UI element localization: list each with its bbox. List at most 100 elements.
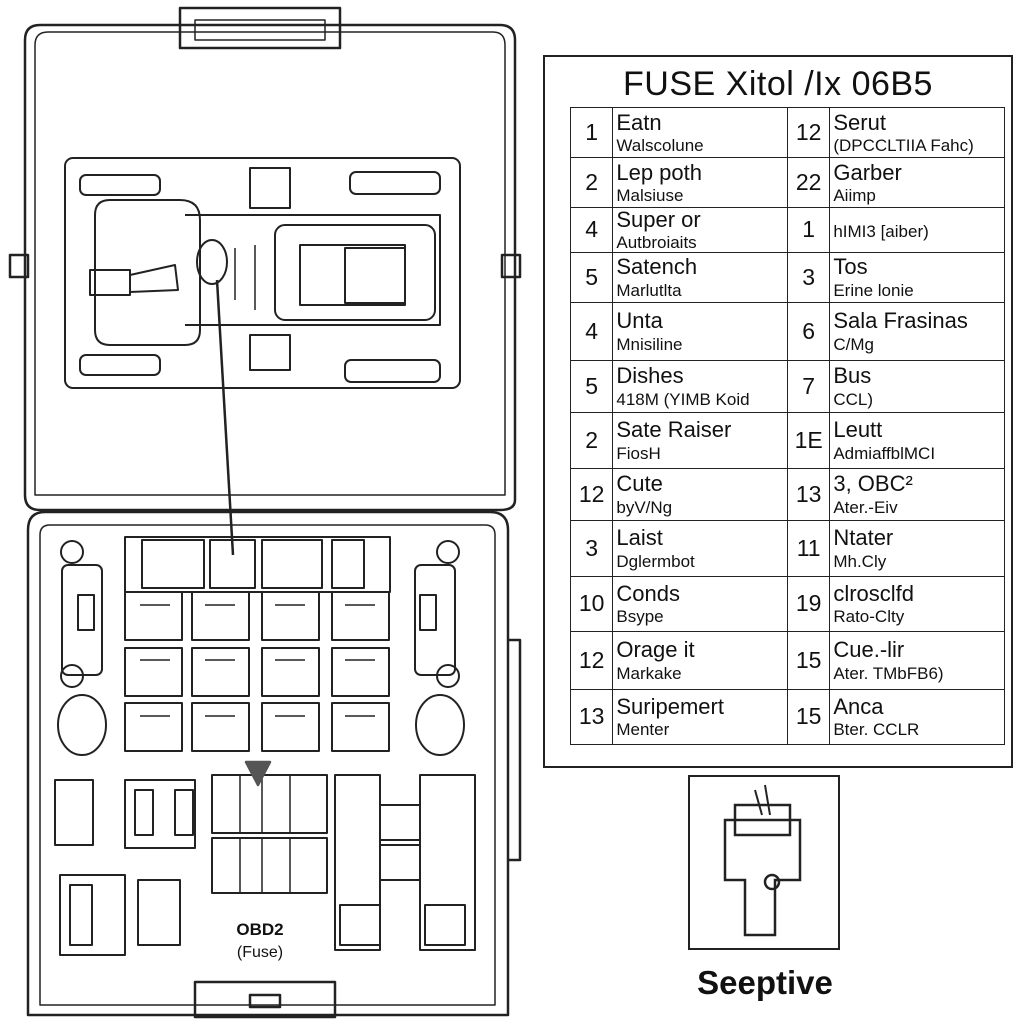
fuse-name: Unta [616, 308, 663, 334]
legend-fuse-number: 12 [569, 467, 614, 521]
legend-fuse-number: 4 [569, 207, 614, 253]
legend-fuse-number: 22 [786, 157, 831, 208]
obd-connector-illustration [723, 784, 802, 937]
fuse-name: Lep poth [616, 159, 702, 185]
fuse-subtitle: Aiimp [833, 185, 876, 205]
legend-fuse-number: 10 [569, 575, 614, 632]
fuse-name: Garber [833, 159, 902, 185]
legend-fuse-number: 15 [786, 688, 831, 745]
legend-fuse-number: 11 [786, 519, 831, 577]
legend-fuse-number: 4 [569, 301, 614, 361]
legend-fuse-number: 7 [786, 359, 831, 413]
legend-fuse-number: 2 [569, 411, 614, 469]
fuse-subtitle: hIMI3 [aiber) [833, 221, 929, 241]
connector-inset-frame [688, 775, 840, 950]
legend-fuse-number: 12 [569, 630, 614, 690]
fuse-name: Super or [616, 207, 701, 232]
fuse-subtitle: C/Mg [833, 334, 874, 354]
legend-fuse-number: 13 [786, 467, 831, 521]
fuse-name: Eatn [616, 109, 662, 135]
fuse-subtitle: Markake [616, 663, 682, 683]
fuse-subtitle: Rato-Clty [833, 607, 905, 627]
fuse-subtitle: (DPCCLTIIA Fahc) [833, 135, 974, 155]
fuse-name: Serut [833, 109, 886, 135]
fuse-name: Conds [616, 580, 680, 606]
fuse-name: Cute [616, 471, 663, 497]
inset-caption: Seeptive [697, 964, 833, 1001]
fuse-name: clrosclfd [833, 580, 915, 606]
fuse-name: Cue.-lir [833, 637, 905, 663]
legend-fuse-number: 1 [786, 207, 831, 253]
fuse-subtitle: 418M (YIMB Koid [616, 389, 750, 409]
legend-fuse-number: 6 [786, 301, 831, 361]
legend-fuse-number: 15 [786, 630, 831, 690]
fuse-subtitle: Malsiuse [616, 185, 684, 205]
fuse-box-base [26, 510, 522, 1019]
fuse-name: Sala Frasinas [833, 308, 968, 334]
legend-fuse-number: 3 [786, 251, 831, 303]
fuse-name: Bus [833, 363, 872, 389]
legend-fuse-number: 1 [569, 107, 614, 158]
fuse-subtitle: Marlutlta [616, 280, 682, 300]
fuse-subtitle: Ater.-Eiv [833, 497, 898, 517]
fuse-subtitle: Dglermbot [616, 551, 695, 571]
fuse-name: Orage it [616, 637, 695, 663]
fuse-subtitle: byV/Ng [616, 497, 673, 517]
legend-fuse-number: 19 [786, 575, 831, 632]
legend-title: FUSE Xitol /Ix 06B5 [623, 65, 933, 103]
fuse-name: Ntater [833, 525, 894, 551]
mini-fuse-grid [124, 591, 390, 752]
legend-fuse-number: 12 [786, 107, 831, 158]
fuse-name: Laist [616, 525, 663, 551]
legend-fuse-description: hIMI3 [aiber) [829, 207, 1005, 253]
legend-fuse-number: 5 [569, 359, 614, 413]
fuse-box-lid [8, 6, 522, 512]
fuse-name: Anca [833, 693, 884, 719]
legend-fuse-number: 13 [569, 688, 614, 745]
fuse-subtitle: CCL) [833, 389, 874, 409]
engine-bay-illustration [64, 157, 461, 389]
fuse-name: 3, OBC² [833, 471, 913, 497]
fuse-subtitle: Mnisiline [616, 334, 683, 354]
fuse-subtitle: Autbroiaits [616, 233, 697, 253]
legend-fuse-number: 3 [569, 519, 614, 577]
fuse-subtitle: Bsype [616, 607, 664, 627]
legend-fuse-description: Serut(DPCCLTIIA Fahc) [829, 107, 1005, 158]
fuse-label: (Fuse) [236, 944, 284, 961]
pointer-line [215, 279, 235, 556]
fuse-name: Leutt [833, 417, 883, 443]
fuse-name: Satench [616, 254, 698, 280]
legend-fuse-number: 2 [569, 157, 614, 208]
arrow-marker [244, 760, 272, 787]
fuse-subtitle: Menter [616, 720, 670, 740]
